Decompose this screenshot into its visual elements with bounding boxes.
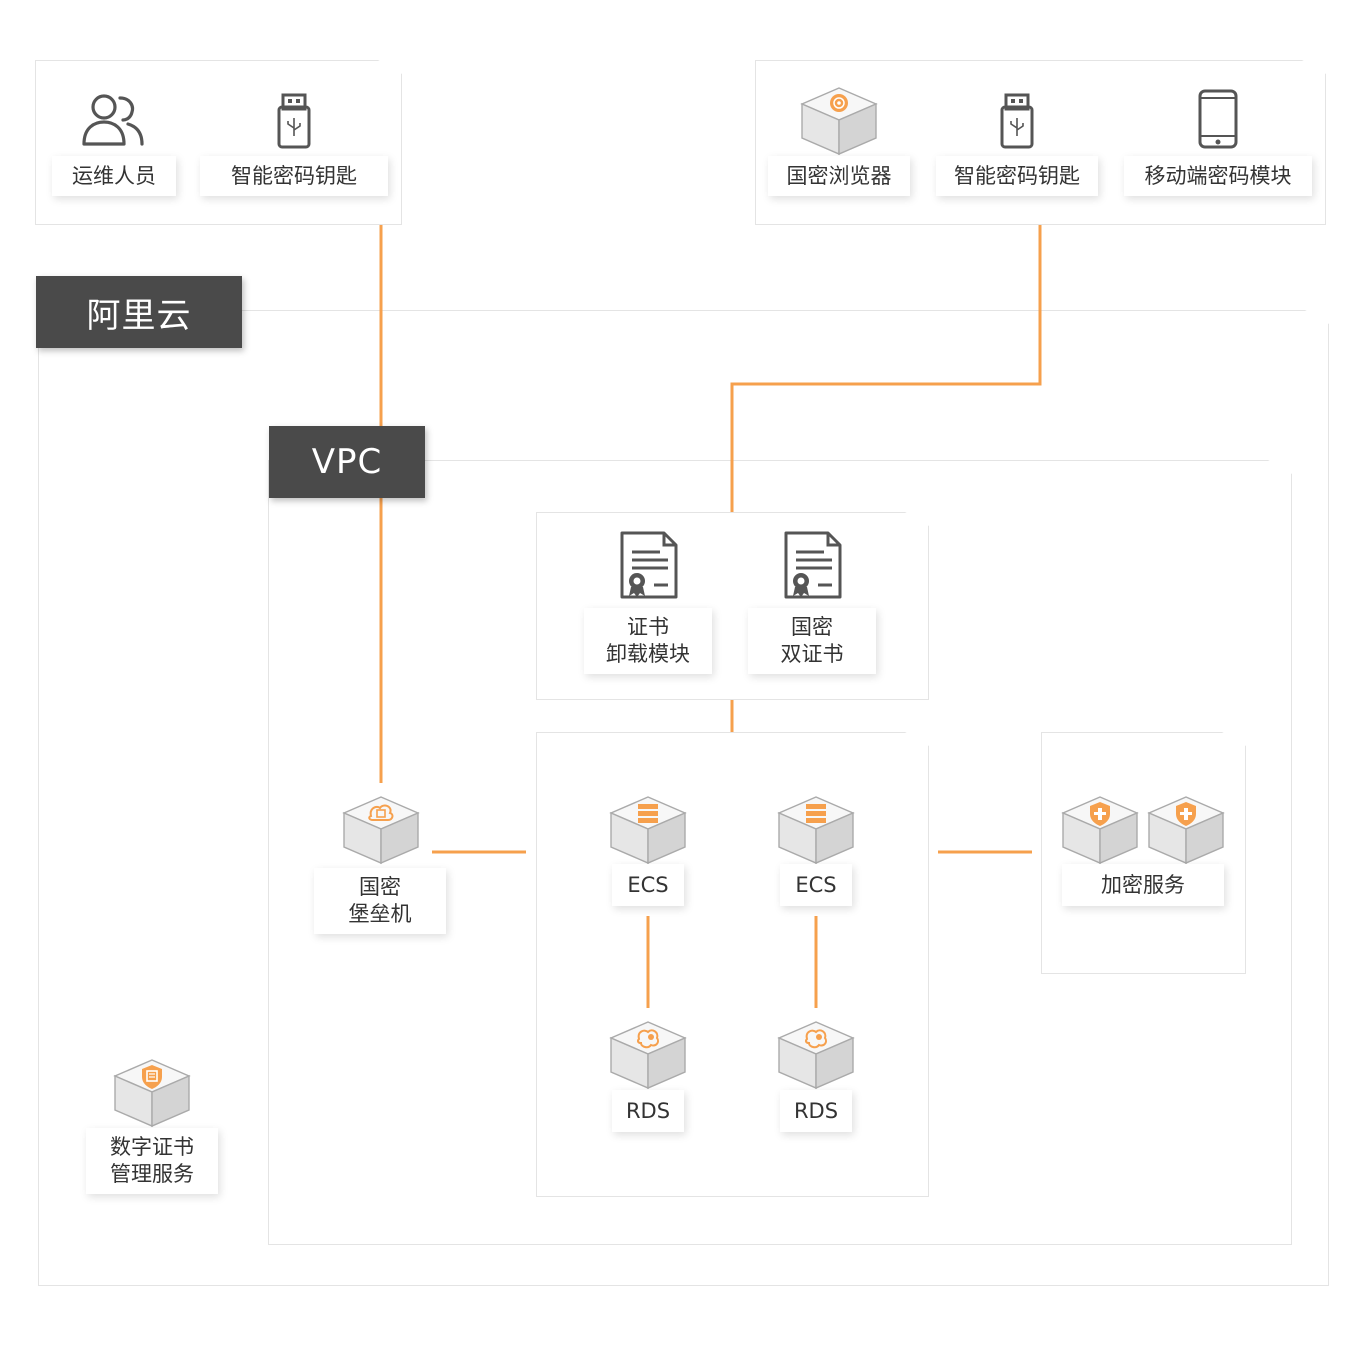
smart-key-label-right: 智能密码钥匙 [936, 156, 1098, 196]
cloud-tag-label: 阿里云 [86, 295, 192, 336]
shield-cube-icon [1061, 796, 1139, 865]
usb-key-icon [1000, 93, 1034, 149]
vpc-tag-label: VPC [311, 442, 383, 482]
server-cube-icon [609, 796, 687, 865]
database-cube-icon [777, 1021, 855, 1090]
mobile-module-label: 移动端密码模块 [1124, 156, 1312, 196]
shield-cube-icon [1147, 796, 1225, 865]
ecs-label-1: ECS [612, 864, 684, 906]
compute-panel [536, 732, 929, 1197]
rds-label-2: RDS [780, 1090, 852, 1132]
smart-key-label-left: 智能密码钥匙 [200, 156, 388, 196]
certificate-icon [620, 531, 678, 599]
usb-key-icon [277, 93, 311, 149]
bastion-cube-icon [342, 796, 420, 865]
cloud-tag: 阿里云 [36, 276, 242, 348]
ops-user-label: 运维人员 [52, 156, 176, 196]
encryption-service-label: 加密服务 [1062, 864, 1224, 906]
mobile-phone-icon [1198, 89, 1238, 149]
bastion-label: 国密 堡垒机 [314, 868, 446, 934]
rds-label-1: RDS [612, 1090, 684, 1132]
ecs-label-2: ECS [780, 864, 852, 906]
database-cube-icon [609, 1021, 687, 1090]
cert-mgmt-label: 数字证书 管理服务 [86, 1128, 218, 1194]
certificate-icon [784, 531, 842, 599]
shield-cube-icon [113, 1059, 191, 1128]
vpc-tag: VPC [269, 426, 425, 498]
server-cube-icon [777, 796, 855, 865]
browser-cube-icon [800, 87, 878, 156]
users-icon [82, 94, 144, 146]
connector-browser-cert [730, 225, 1042, 512]
cert-offload-label: 证书 卸载模块 [584, 608, 712, 674]
dual-cert-label: 国密 双证书 [748, 608, 876, 674]
browser-label: 国密浏览器 [768, 156, 910, 196]
